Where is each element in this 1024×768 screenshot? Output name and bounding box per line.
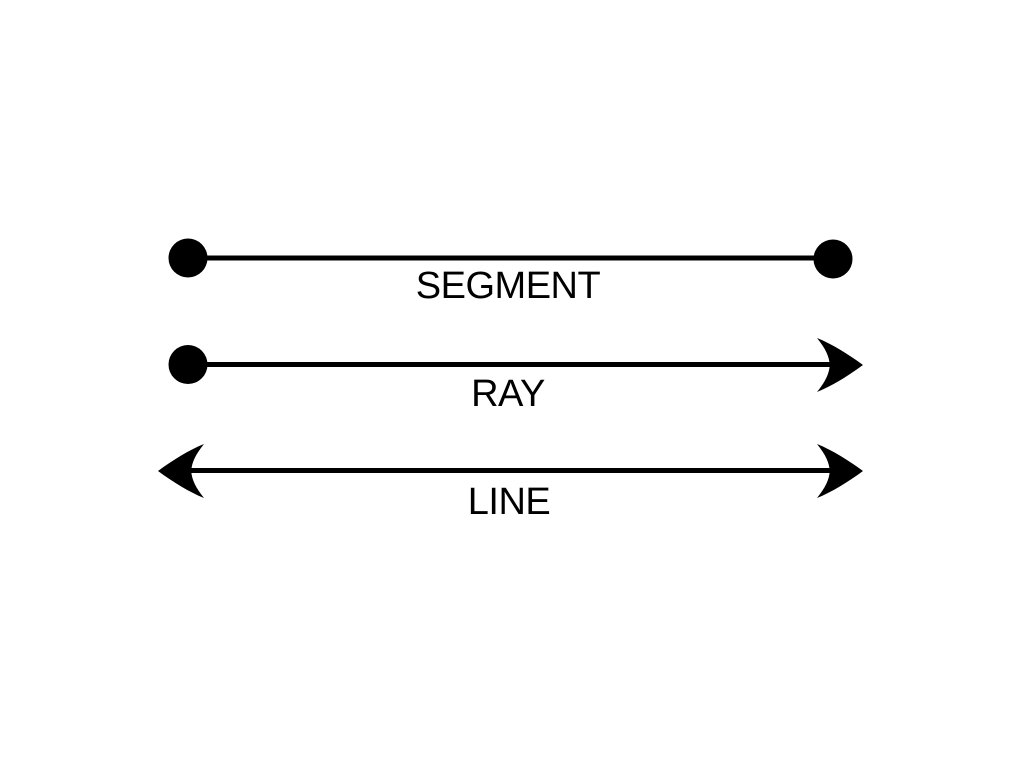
segment-row: SEGMENT (168, 238, 853, 307)
ray-label: RAY (471, 373, 545, 415)
segment-endpoint-dot-left (168, 238, 208, 278)
line-row: LINE (158, 444, 863, 523)
ray-row: RAY (168, 338, 863, 415)
segment-label: SEGMENT (416, 265, 601, 307)
ray-endpoint-dot (168, 345, 208, 384)
line-label: LINE (468, 481, 550, 523)
segment-endpoint-dot-right (813, 239, 853, 279)
